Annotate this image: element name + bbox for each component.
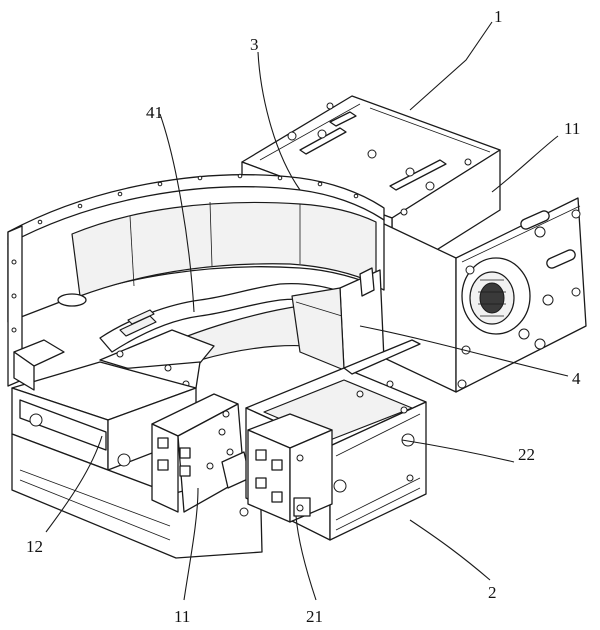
label-12: 12 (26, 537, 43, 556)
label-4: 4 (572, 369, 581, 388)
label-2: 2 (488, 583, 497, 602)
inner-frame (291, 267, 385, 371)
left-bracket (151, 393, 251, 517)
leader-lines (45, 21, 569, 601)
label-22: 22 (518, 445, 535, 464)
label-41: 41 (146, 103, 163, 122)
part-labels: 1 3 41 11 4 22 12 11 21 2 (26, 7, 581, 626)
right-lower-tray (245, 339, 427, 541)
label-3: 3 (250, 35, 259, 54)
label-21: 21 (306, 607, 323, 626)
label-1: 1 (494, 7, 503, 26)
arc-guide (7, 173, 385, 387)
left-lower-block (11, 339, 263, 559)
label-11-top: 11 (564, 119, 580, 138)
label-11-bottom: 11 (174, 607, 190, 626)
